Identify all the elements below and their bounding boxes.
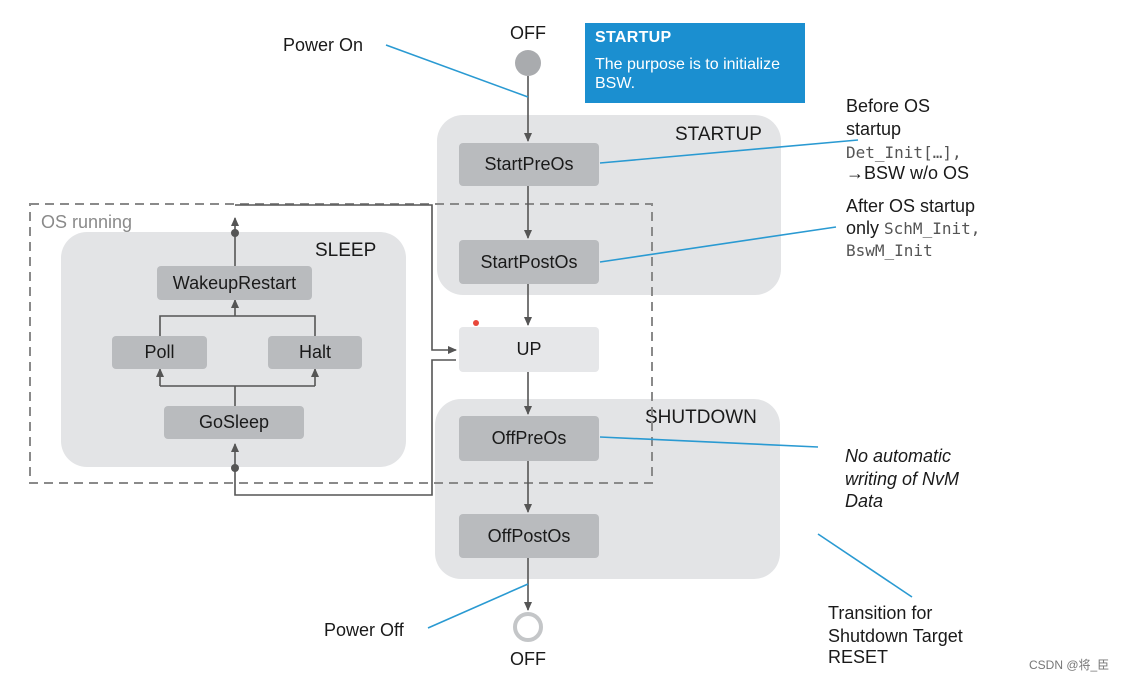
- note-no-auto-line2: writing of NvM: [845, 469, 960, 489]
- note-after-os-bswm: BswM_Init: [846, 241, 933, 260]
- state-startpreos: StartPreOs: [459, 143, 599, 186]
- note-after-os-line2: only SchM_Init,: [846, 217, 980, 240]
- off-top-label: OFF: [510, 23, 546, 43]
- off-bottom-label: OFF: [510, 649, 546, 669]
- leader-after-os: [599, 226, 837, 263]
- callout-title: STARTUP: [595, 29, 672, 46]
- leader-power-on: [385, 44, 529, 98]
- arrow-wakeup-to-up: [235, 204, 457, 354]
- power-off-label: Power Off: [324, 620, 404, 640]
- note-before-os-code: Det_Init[…],: [846, 143, 962, 162]
- state-offpostos: OffPostOs: [459, 514, 599, 558]
- state-up: UP: [459, 327, 599, 372]
- watermark: CSDN @将_臣: [1029, 658, 1110, 672]
- callout-body: The purpose is to initialize BSW.: [595, 56, 780, 92]
- final-state-ring: [513, 612, 543, 642]
- arrow-up-to-gosleep: [231, 359, 456, 496]
- note-transition-line3: RESET: [828, 647, 889, 667]
- junction-bottom: [231, 464, 239, 472]
- note-no-auto-line3: Data: [845, 491, 884, 511]
- state-offpreos: OffPreOs: [459, 416, 599, 461]
- initial-state-dot: [515, 50, 541, 76]
- note-after-os-line1: After OS startup: [846, 196, 976, 216]
- state-startpostos: StartPostOs: [459, 240, 599, 284]
- note-after-os-schm: SchM_Init,: [884, 219, 981, 238]
- startup-callout: STARTUP The purpose is to initialize BSW…: [585, 23, 805, 103]
- note-after-os-only: only: [846, 218, 885, 238]
- leader-no-auto: [599, 436, 819, 448]
- power-on-label: Power On: [283, 35, 364, 55]
- line-poll-halt-join: [159, 315, 316, 336]
- state-halt: Halt: [268, 336, 362, 369]
- note-before-os-line1: Before OS: [846, 96, 931, 116]
- note-transition-line2: Shutdown Target: [828, 626, 963, 646]
- note-no-auto-line1: No automatic: [845, 446, 952, 466]
- note-before-os-line2: startup: [846, 119, 902, 139]
- leader-power-off: [427, 583, 529, 629]
- leader-transition: [817, 533, 913, 598]
- state-wakeuprestart: WakeupRestart: [157, 266, 312, 300]
- shutdown-region-label: SHUTDOWN: [645, 407, 757, 428]
- red-marker-dot: [473, 320, 479, 326]
- note-before-os-line4: →BSW w/o OS: [846, 163, 970, 183]
- os-running-label: OS running: [41, 212, 133, 232]
- sleep-region-label: SLEEP: [315, 240, 377, 261]
- note-transition-line1: Transition for: [828, 603, 933, 623]
- startup-region-label: STARTUP: [675, 124, 762, 145]
- leader-before-os: [599, 139, 859, 164]
- state-poll: Poll: [112, 336, 207, 369]
- junction-top: [231, 229, 239, 237]
- state-gosleep: GoSleep: [164, 406, 304, 439]
